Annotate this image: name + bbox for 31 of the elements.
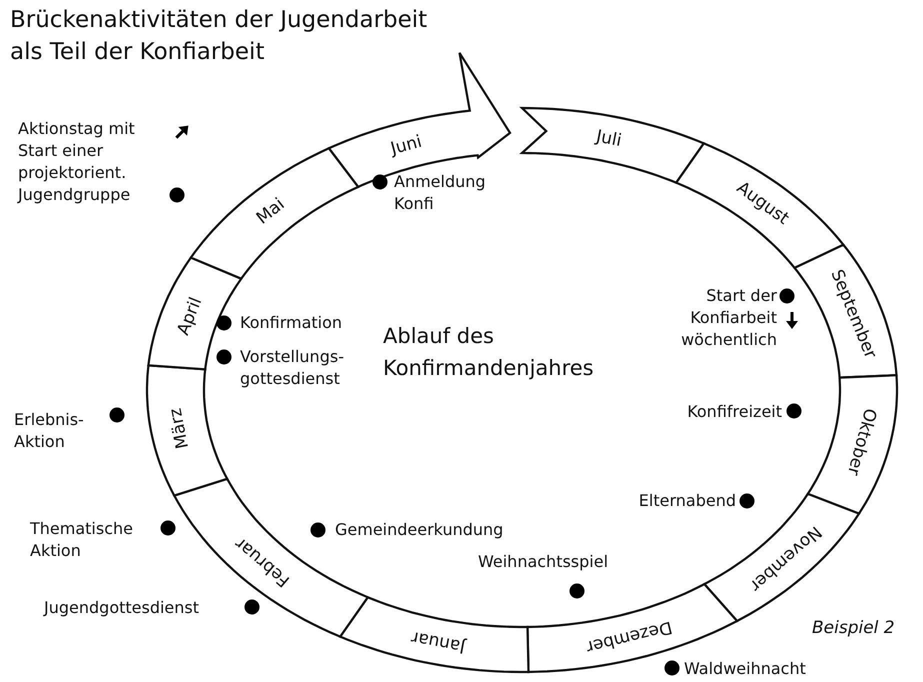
month-segment [338, 596, 530, 674]
month-label: März [166, 406, 194, 450]
event-label: Elternabend [638, 490, 736, 512]
diagram-title: Brückenaktivitäten der Jugendarbeit als Teil der Konfiarbeit [10, 6, 428, 67]
event-label: Aktionstag mit Start einer projektorient. Jugendgruppe [18, 118, 136, 206]
month-segment [806, 374, 898, 515]
caption: Beispiel 2 [812, 618, 895, 638]
month-segment [146, 364, 229, 497]
event-label: Anmeldung Konfi [394, 171, 484, 215]
event-label: Erlebnis- Aktion [14, 409, 85, 453]
event-label: Gemeindeerkundung [335, 519, 504, 541]
month-label: Juni [388, 132, 424, 160]
month-label: Januar [410, 626, 467, 657]
center-title: Ablauf des Konfirmandenjahres [383, 323, 595, 382]
month-label: Juli [594, 126, 624, 152]
month-segment [327, 52, 512, 188]
month-segment [674, 142, 846, 270]
event-label: Vorstellungs- gottesdienst [240, 346, 345, 390]
month-segment [792, 243, 898, 379]
month-segment [519, 106, 706, 184]
month-label: Mai [252, 194, 289, 228]
event-label: Weihnachtsspiel [478, 551, 610, 573]
event-label: Waldweihnacht [684, 658, 807, 680]
month-segment [189, 146, 360, 280]
event-label: Jugendgottesdienst [44, 597, 200, 619]
month-label: Oktober [842, 406, 880, 478]
event-label: Konfirmation [240, 312, 344, 334]
event-label: Konfifreizeit [686, 401, 782, 423]
event-label: Start der Konfiarbeit wöchentlich [680, 285, 777, 351]
month-label: April [173, 294, 206, 338]
event-label: Thematische Aktion [30, 518, 134, 562]
